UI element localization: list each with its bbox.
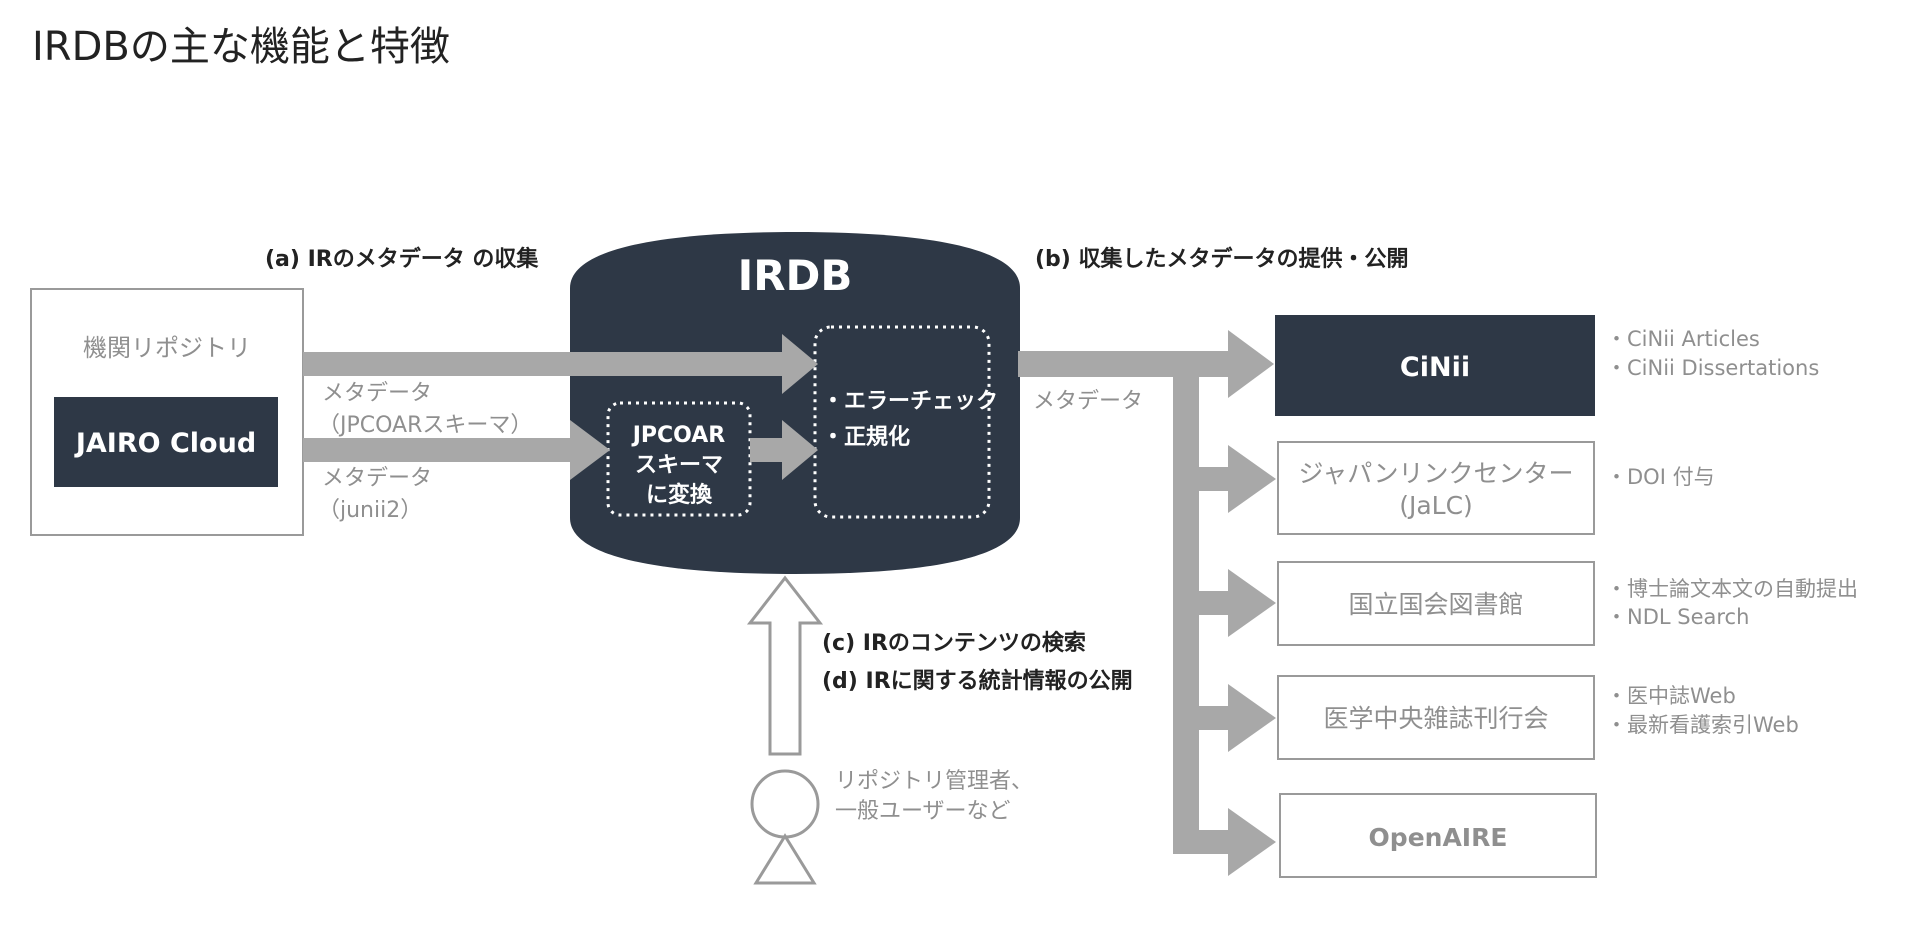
caption-a: (a) IRのメタデータ の収集 [265, 246, 539, 272]
ndl-note-1: ・博士論文本文の自動提出 [1606, 577, 1858, 601]
target-openaire-label: OpenAIRE [1369, 823, 1508, 852]
meta1-label-line2: （JPCOARスキーマ） [318, 413, 532, 438]
output-main-arrow-body [1018, 351, 1238, 377]
arrowhead-cinii [1228, 330, 1274, 398]
convert-to-check-arrow [750, 420, 818, 480]
target-cinii-label: CiNii [1400, 352, 1470, 383]
target-jamas-label: 医学中央雑誌刊行会 [1323, 704, 1548, 733]
user-label-line1: リポジトリ管理者、 [835, 769, 1033, 794]
user-label-line2: 一般ユーザーなど [835, 799, 1011, 824]
caption-d: (d) IRに関する統計情報の公開 [822, 668, 1133, 694]
convert-line-1: JPCOAR [631, 423, 726, 448]
target-cinii-box [1275, 315, 1595, 416]
target-jalc-label-2: (JaLC) [1399, 491, 1473, 520]
target-openaire-box [1279, 793, 1597, 878]
target-ndl-box [1277, 561, 1595, 646]
jalc-note-1: ・DOI 付与 [1606, 465, 1715, 489]
jamas-note-2: ・最新看護索引Web [1606, 713, 1799, 737]
ndl-note-2: ・NDL Search [1606, 605, 1749, 629]
jpcoar-convert-box [606, 401, 752, 517]
meta1-label-line1: メタデータ [322, 381, 432, 406]
meta2-label-line2: （junii2） [318, 498, 422, 523]
jamas-note-1: ・医中誌Web [1606, 684, 1736, 708]
branch-jamas [1186, 706, 1234, 730]
irdb-title: IRDB [738, 251, 853, 300]
caption-c: (c) IRのコンテンツの検索 [822, 631, 1086, 656]
arrowhead-jamas [1228, 684, 1276, 752]
arrowhead-jalc [1228, 445, 1276, 513]
target-ndl-label: 国立国会図書館 [1348, 590, 1523, 619]
user-person-icon [750, 769, 820, 885]
branch-ndl [1186, 591, 1234, 615]
cinii-note-2: ・CiNii Dissertations [1606, 356, 1819, 380]
branch-openaire [1173, 830, 1234, 854]
output-meta-label: メタデータ [1033, 389, 1143, 414]
jairo-cloud-box [54, 397, 278, 487]
normalize-label: ・正規化 [822, 424, 910, 450]
page-title: IRDBの主な機能と特徴 [32, 24, 450, 70]
convert-line-2: スキーマ [635, 453, 723, 478]
cinii-note-1: ・CiNii Articles [1606, 327, 1760, 351]
caption-b: (b) 収集したメタデータの提供・公開 [1035, 246, 1409, 272]
jairo-cloud-label: JAIRO Cloud [74, 428, 256, 459]
target-jamas-box [1277, 675, 1595, 760]
input-arrow-junii2 [303, 420, 610, 480]
arrowhead-ndl [1228, 569, 1276, 637]
branch-jalc [1186, 467, 1234, 491]
meta2-label-line1: メタデータ [322, 466, 432, 491]
user-search-arrow [746, 575, 824, 756]
convert-line-3: に変換 [646, 482, 713, 508]
input-arrow-jpcoar [303, 334, 818, 394]
arrowhead-openaire [1228, 808, 1276, 876]
institutional-repository-label: 機関リポジトリ [83, 334, 251, 362]
target-jalc-label-1: ジャパンリンクセンター [1298, 459, 1573, 488]
target-jalc-box [1277, 441, 1595, 535]
error-check-label: ・エラーチェック [822, 389, 998, 414]
irdb-cylinder [570, 232, 1020, 574]
